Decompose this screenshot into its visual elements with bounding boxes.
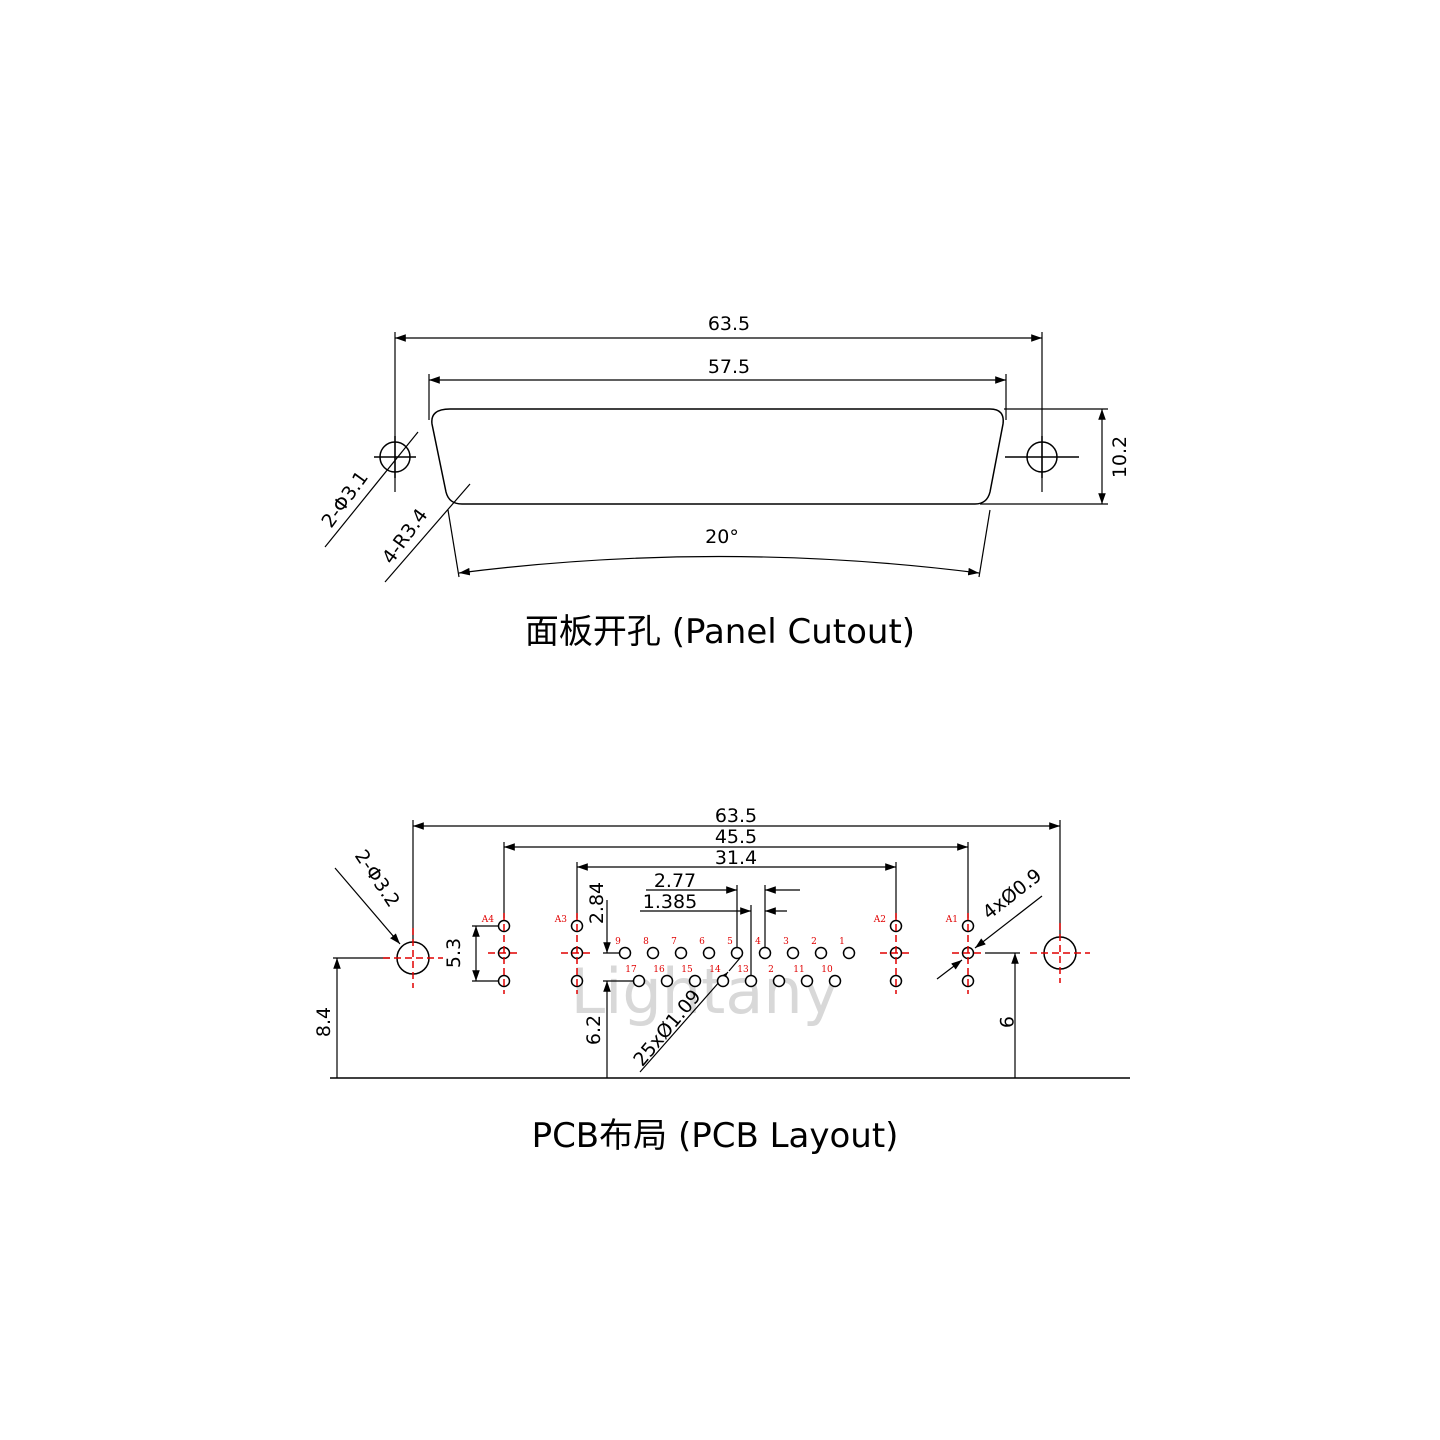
watermark: Lightany	[571, 955, 840, 1028]
d-shaped-cutout	[431, 408, 1004, 505]
pcb-row-dim: 2.84	[586, 882, 608, 924]
signal-pin-hole	[618, 946, 632, 960]
panel-height-dim: 10.2	[1109, 436, 1131, 478]
a-pin-label: A1	[945, 915, 958, 925]
angle-arc	[458, 555, 980, 576]
pcb-mount-holes-dim: 2-Φ3.2	[350, 846, 404, 911]
a-pin-column-a1: A1	[945, 913, 984, 994]
pcb-a-span-dim: 45.5	[715, 826, 757, 848]
pcb-mount-hole-left	[383, 928, 443, 988]
signal-pin-hole	[702, 946, 716, 960]
pcb-caption: PCB布局 (PCB Layout)	[532, 1116, 899, 1156]
signal-pin-label: 13	[737, 965, 749, 975]
a-pin-column-a2: A2	[873, 913, 912, 994]
signal-pin-hole	[716, 974, 730, 988]
signal-pin-hole	[842, 946, 856, 960]
signal-pin-label: 1	[839, 937, 845, 947]
signal-pin-hole	[758, 946, 772, 960]
pcb-half-pitch-dim: 1.385	[643, 891, 697, 913]
signal-pin-hole	[632, 974, 646, 988]
signal-pin-label: 3	[783, 937, 789, 947]
signal-pin-label: 2	[811, 937, 817, 947]
a-pin-label: A2	[873, 915, 886, 925]
signal-pin-label: 2	[768, 965, 774, 975]
signal-pin-label: 6	[699, 937, 705, 947]
signal-pin-group: 9 8 7 6 5 4 3 2 1 17 16 15 14 13 2 11 10	[615, 937, 856, 988]
pcb-a-rows-dim: 5.3	[443, 938, 465, 968]
pcb-mount-height-dim: 8.4	[313, 1007, 335, 1037]
signal-pin-hole	[674, 946, 688, 960]
signal-pin-hole	[814, 946, 828, 960]
signal-pin-hole	[828, 974, 842, 988]
a-pin-label: A3	[554, 915, 567, 925]
panel-cutout-view: 63.5 57.5 10.2 2-Φ3.1 4-R3.4 20° 面板开孔 (P…	[317, 313, 1131, 652]
signal-pin-label: 14	[709, 965, 721, 975]
pcb-a1-height-dim: 9	[995, 1016, 1017, 1028]
panel-caption: 面板开孔 (Panel Cutout)	[525, 612, 915, 652]
signal-pin-label: 8	[643, 937, 649, 947]
signal-pin-hole	[800, 974, 814, 988]
signal-pin-hole	[646, 946, 660, 960]
a-pin-group: A4 A3 A2 A1	[481, 913, 984, 994]
signal-pin-label: 16	[653, 965, 665, 975]
panel-shell-dim: 57.5	[708, 356, 750, 378]
signal-pin-label: 17	[625, 965, 637, 975]
holes-leader	[324, 431, 419, 548]
signal-pin-label: 10	[821, 965, 833, 975]
pcb-mount-hole-right	[1030, 923, 1090, 983]
pcb-pitch-dim: 2.77	[654, 870, 696, 892]
pcb-pin-span-dim: 31.4	[715, 847, 757, 869]
a-pin-column-a3: A3	[554, 913, 593, 994]
pcb-a-holes-dim: 4xØ0.9	[979, 865, 1047, 925]
signal-pin-label: 9	[615, 937, 621, 947]
signal-pin-label: 4	[755, 937, 761, 947]
signal-pin-label: 11	[793, 965, 804, 975]
pcb-row-height-dim: 6.2	[583, 1015, 605, 1045]
pcb-overall-dim: 63.5	[715, 805, 757, 827]
signal-pin-label: 5	[727, 937, 733, 947]
signal-pin-hole	[772, 974, 786, 988]
a-pin-label: A4	[481, 915, 494, 925]
a-pin-column-a4: A4	[481, 913, 520, 994]
signal-pin-hole	[730, 946, 744, 960]
signal-pin-hole	[744, 974, 758, 988]
signal-pin-hole	[660, 974, 674, 988]
panel-angle-dim: 20°	[705, 526, 739, 548]
signal-pin-label: 7	[671, 937, 677, 947]
signal-pin-hole	[688, 974, 702, 988]
pcb-layout-view: Lightany 63.5 45.5 31.4 2.77 1.385 2	[313, 805, 1130, 1156]
radius-leader	[384, 483, 471, 583]
signal-pin-hole	[786, 946, 800, 960]
signal-pin-label: 15	[681, 965, 693, 975]
panel-overall-dim: 63.5	[708, 313, 750, 335]
